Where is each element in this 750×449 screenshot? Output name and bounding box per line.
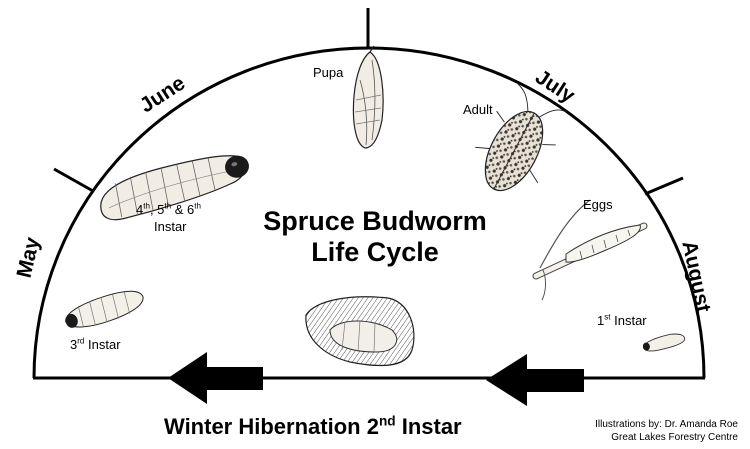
first-instar-text: Instar — [614, 313, 647, 328]
third-instar-suffix: rd — [77, 337, 84, 346]
late-instar-line-1: 4th, 5th & 6th — [136, 201, 201, 218]
title-line-2: Life Cycle — [0, 237, 750, 268]
third-instar-label: 3rd Instar — [70, 338, 121, 351]
third-instar-text: Instar — [88, 337, 121, 352]
bottom-title-main: Winter Hibernation 2 — [164, 414, 379, 439]
first-instar-suffix: st — [604, 313, 610, 322]
tick-right — [645, 178, 683, 194]
late-instar-line-2: Instar — [136, 218, 201, 235]
arrow-left-1 — [168, 352, 263, 404]
credit-line-1: Illustrations by: Dr. Amanda Roe — [595, 418, 738, 431]
credit-line-2: Great Lakes Forestry Centre — [595, 431, 738, 444]
tick-left — [54, 169, 93, 191]
first-instar-illustration — [641, 332, 685, 354]
bottom-title-tail: Instar — [396, 414, 462, 439]
diagram-title: Spruce Budworm Life Cycle — [0, 206, 750, 268]
bottom-title-suffix: nd — [379, 414, 396, 429]
late-instar-label: 4th, 5th & 6th Instar — [136, 201, 201, 235]
third-instar-illustration — [62, 287, 147, 332]
winter-hibernation-title: Winter Hibernation 2nd Instar — [164, 414, 462, 440]
eggs-label: Eggs — [583, 198, 613, 211]
first-instar-label: 1st Instar — [597, 314, 647, 327]
adult-label: Adult — [463, 103, 493, 116]
title-line-1: Spruce Budworm — [0, 206, 750, 237]
arrow-left-2 — [486, 354, 584, 406]
hibernaculum-illustration — [306, 297, 414, 366]
pupa-illustration — [353, 46, 383, 148]
pupa-label: Pupa — [313, 66, 343, 79]
illustration-credit: Illustrations by: Dr. Amanda Roe Great L… — [595, 418, 738, 444]
